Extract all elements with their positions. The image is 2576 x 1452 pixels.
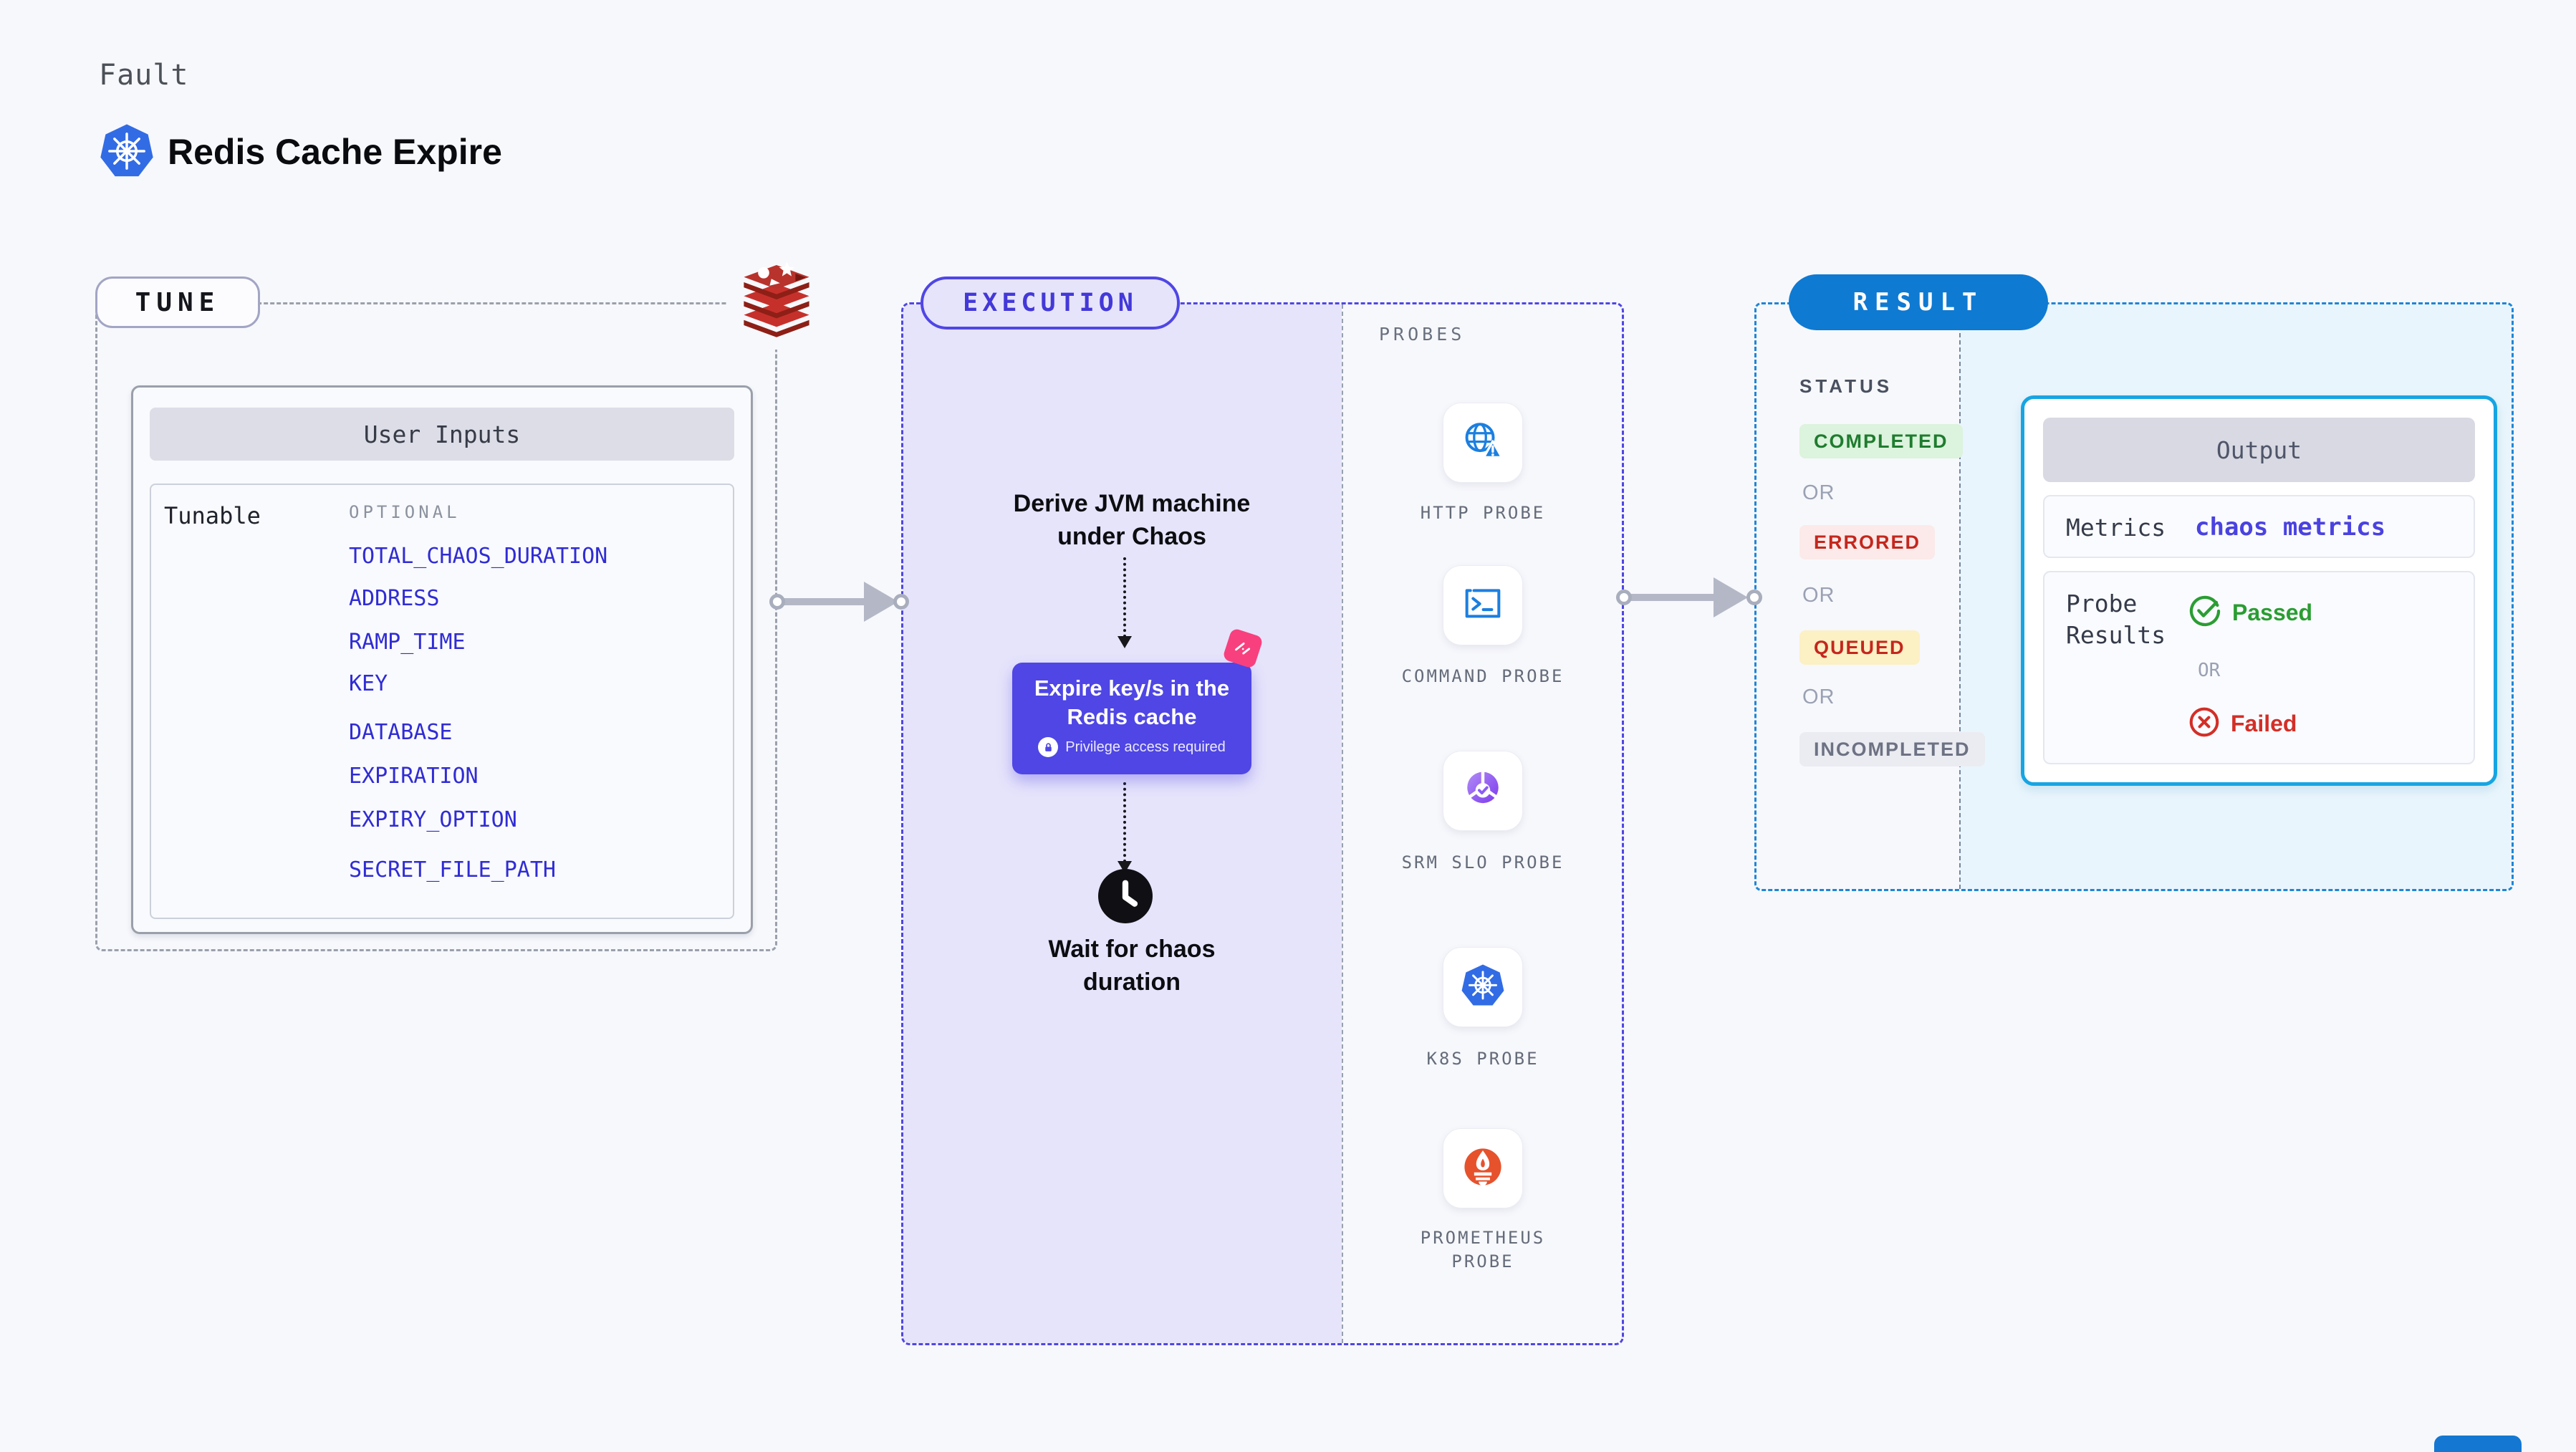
step-derive-jvm: Derive JVM machine under Chaos <box>1013 490 1251 550</box>
lock-icon <box>1038 737 1059 757</box>
probe-card-http <box>1443 403 1523 483</box>
connector-dot <box>893 594 909 610</box>
probe-label-srm-slo: SRM SLO PROBE <box>1401 852 1565 872</box>
flow-dotted-line <box>1123 782 1126 862</box>
arrow-right-icon <box>1714 577 1748 617</box>
metrics-row: Metrics chaos metrics <box>2043 495 2475 558</box>
param-ramp-time: RAMP_TIME <box>349 630 466 655</box>
param-address: ADDRESS <box>349 586 440 611</box>
output-card-header: Output <box>2043 418 2475 482</box>
status-column-label: STATUS <box>1799 375 1893 397</box>
clock-icon <box>1098 869 1153 923</box>
connector-line <box>1630 594 1719 601</box>
probe-card-srm-slo <box>1443 751 1523 831</box>
probe-label-command: COMMAND PROBE <box>1401 666 1565 686</box>
passed-verdict: Passed <box>2188 594 2312 632</box>
probes-column-label: PROBES <box>1379 324 1466 345</box>
status-badge-incompleted: INCOMPLETED <box>1799 732 1985 766</box>
optional-group-label: OPTIONAL <box>349 502 461 522</box>
metrics-value: chaos metrics <box>2195 513 2386 542</box>
probe-label-k8s: K8S PROBE <box>1426 1049 1539 1069</box>
param-expiry-option: EXPIRY_OPTION <box>349 807 517 832</box>
result-section-badge: RESULT <box>1789 274 2048 330</box>
param-expiration: EXPIRATION <box>349 764 479 789</box>
probe-results-label: Probe Results <box>2066 590 2166 649</box>
param-key: KEY <box>349 671 388 696</box>
execution-section-badge: EXECUTION <box>921 277 1180 330</box>
status-badge-errored: ERRORED <box>1799 525 1936 559</box>
check-circle-icon <box>2188 594 2222 632</box>
failed-verdict: Failed <box>2188 706 2297 742</box>
connector-dot <box>1616 590 1632 605</box>
execution-section-box <box>901 302 1624 1345</box>
probe-label-prometheus: PROMETHEUS PROBE <box>1420 1228 1546 1271</box>
connector-line <box>784 598 870 605</box>
arrow-right-icon <box>864 582 898 622</box>
param-secret-file-path: SECRET_FILE_PATH <box>349 857 556 883</box>
result-zone-divider <box>1959 304 1961 889</box>
chaos-action-card: Expire key/s in the Redis cache Privileg… <box>1012 663 1251 774</box>
user-inputs-card: User Inputs Tunable OPTIONAL TOTAL_CHAOS… <box>131 385 753 934</box>
or-separator: OR <box>1802 686 1835 708</box>
or-separator: OR <box>2198 660 2221 681</box>
probe-card-command <box>1443 565 1523 645</box>
status-badge-queued: QUEUED <box>1799 630 1920 665</box>
probe-label-http: HTTP PROBE <box>1420 503 1546 523</box>
globe-warning-icon <box>1459 418 1506 468</box>
step-wait-duration: Wait for chaos duration <box>1048 936 1216 996</box>
metrics-label: Metrics <box>2066 514 2166 542</box>
kubernetes-icon <box>99 123 155 179</box>
flow-dotted-line <box>1123 557 1126 638</box>
user-inputs-body: Tunable OPTIONAL TOTAL_CHAOS_DURATION AD… <box>150 484 734 919</box>
tune-section-badge: TUNE <box>95 277 260 328</box>
arrow-down-icon <box>1118 636 1132 648</box>
or-separator: OR <box>1802 481 1835 504</box>
param-total-chaos-duration: TOTAL_CHAOS_DURATION <box>349 544 608 569</box>
probe-card-k8s <box>1443 947 1523 1027</box>
connector-dot <box>769 594 785 610</box>
page-title: Redis Cache Expire <box>168 132 502 172</box>
redis-logo-icon <box>726 249 827 350</box>
terminal-icon <box>1461 582 1505 630</box>
execution-zone <box>903 304 1342 1343</box>
user-inputs-header: User Inputs <box>150 408 734 461</box>
or-separator: OR <box>1802 584 1835 607</box>
fault-category-label: Fault <box>99 59 189 92</box>
chaos-logo-icon <box>1222 628 1264 669</box>
slo-donut-check-icon <box>1460 766 1506 816</box>
output-card: Output Metrics chaos metrics Probe Resul… <box>2021 395 2497 786</box>
privilege-note: Privilege access required <box>1012 737 1251 757</box>
status-badge-completed: COMPLETED <box>1799 424 1963 458</box>
tunable-row-label: Tunable <box>164 502 261 529</box>
tune-section-box <box>95 302 777 951</box>
probe-results-row: Probe Results Passed OR <box>2043 571 2475 764</box>
probes-zone-divider <box>1342 304 1343 1343</box>
kubernetes-icon <box>1460 963 1506 1012</box>
param-database: DATABASE <box>349 720 453 745</box>
x-circle-icon <box>2188 706 2221 742</box>
next-section-badge-peek <box>2434 1436 2522 1452</box>
prometheus-flame-icon <box>1460 1144 1506 1193</box>
connector-dot <box>1746 590 1762 605</box>
probe-card-prometheus <box>1443 1128 1523 1208</box>
